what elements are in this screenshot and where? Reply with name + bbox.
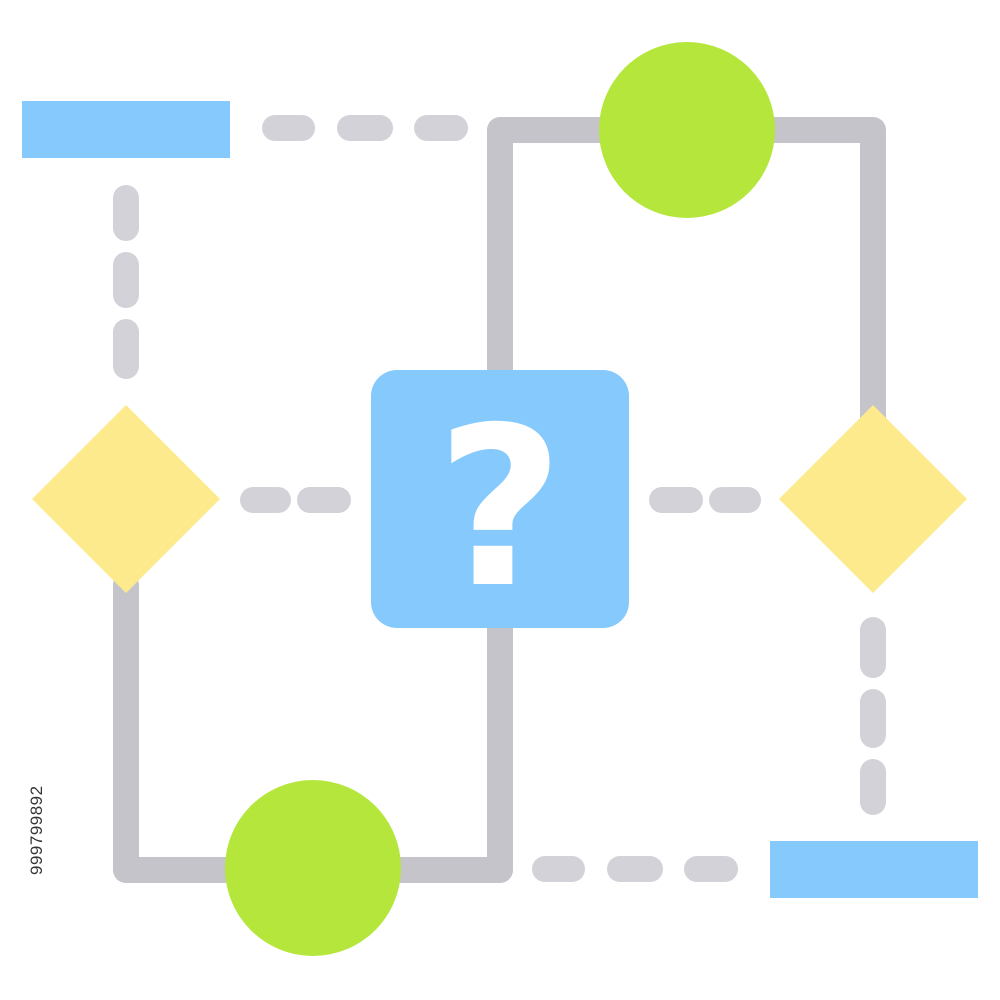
- process-rectangle-top-left: [22, 101, 230, 158]
- decision-diamond-right: [779, 405, 967, 593]
- question-mark-icon: ?: [436, 380, 564, 636]
- stock-id-label: 999799892: [27, 785, 46, 875]
- process-rectangle-bottom-right: [770, 841, 978, 898]
- decision-diamond-left: [32, 405, 220, 593]
- question-box-background: [371, 370, 629, 628]
- terminal-circle-bottom: [225, 780, 401, 956]
- question-box: ?: [371, 370, 629, 636]
- terminal-circle-top: [599, 42, 775, 218]
- dashed-connectors: [113, 115, 886, 882]
